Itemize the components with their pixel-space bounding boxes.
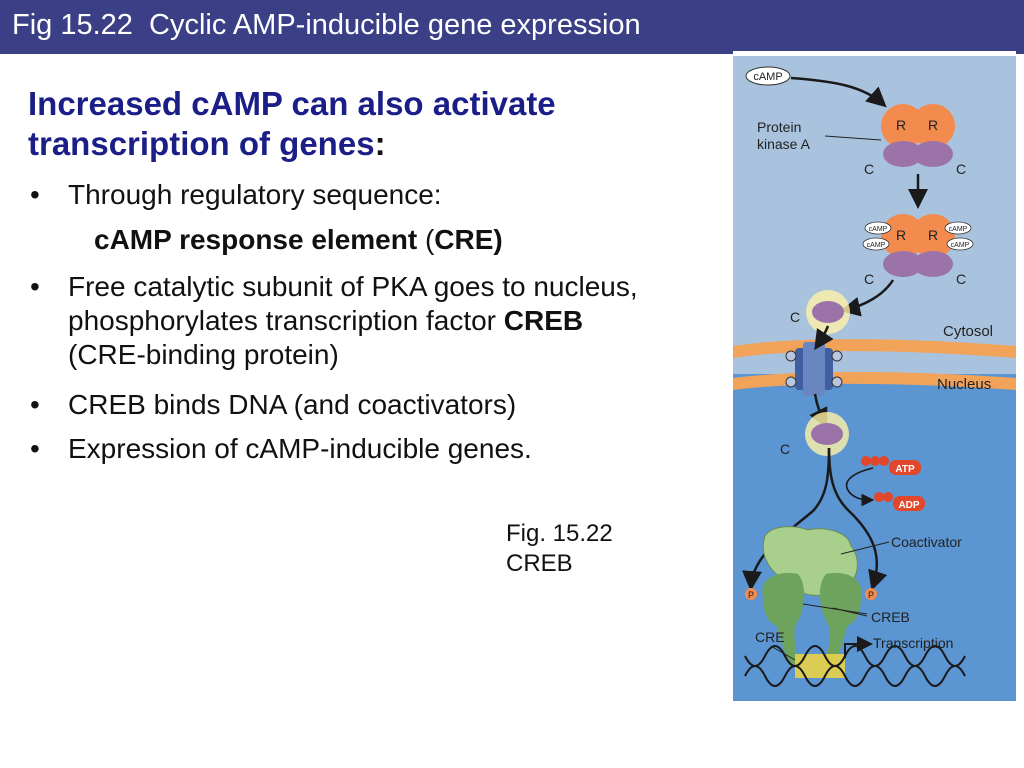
protein-kinase-label-1: Protein [757,119,801,135]
cre-label: CRE [755,629,785,645]
creb-pathway-figure: cAMP R R C C Protein kinase A cAMP cA [733,56,1016,701]
coactivator-leader [840,541,890,555]
catalytic-label: C [956,161,966,177]
camp-molecule-icon [745,66,791,86]
bullet-dot: • [30,179,40,210]
bullet-text: CREB binds DNA (and coactivators) [68,389,517,420]
heading-text: Increased cAMP can also activate transcr… [28,85,556,162]
camp-arrow [790,76,887,108]
regulatory-label: R [928,117,938,133]
phosphate-icon [865,588,877,600]
atp-label: ATP [895,464,915,475]
cre-leader [770,645,796,661]
bullet-text-part: (CRE-binding protein) [68,339,339,370]
atp-icon [861,456,921,475]
caption-line-2: CREB [506,550,573,577]
pka-camp-bound-icon [862,214,974,277]
protein-kinase-label-2: kinase A [757,136,811,152]
regulatory-label: R [928,227,938,243]
camp-small-label: cAMP [949,226,968,233]
camp-label: cAMP [753,71,782,83]
title-underline [733,51,1016,54]
caption-line-1: Fig. 15.22 [506,520,613,547]
catalytic-label: C [864,271,874,287]
catalytic-label: C [780,441,790,457]
import-arrow [814,325,834,351]
title-bar: Fig 15.22 Cyclic AMP-inducible gene expr… [0,0,1024,54]
transcription-label: Transcription [873,635,953,651]
catalytic-subunit-icon [811,423,843,445]
slide-title: Fig 15.22 Cyclic AMP-inducible gene expr… [12,9,641,41]
camp-small-label: cAMP [869,226,888,233]
bullet-text: Expression of cAMP-inducible genes. [68,433,532,464]
cre-abbrev: CRE) [434,224,503,255]
adp-label: ADP [898,500,919,511]
nuclear-pore [785,342,843,396]
phosphate-label: P [868,590,874,600]
catalytic-subunit-icon [812,301,844,323]
creb-bold: CREB [503,305,584,336]
bullet-dot: • [30,271,40,302]
figure-caption: Fig. 15.22 CREB [506,519,613,579]
right-branch-arrow [827,447,888,591]
phosphate-icon [745,588,757,600]
camp-small-label: cAMP [951,242,970,249]
cre-bold-term: cAMP response element [94,224,418,255]
bullet-text: Through regulatory sequence: [68,179,442,210]
coactivator-label: Coactivator [891,534,962,550]
creb-leader [802,603,868,615]
slide-heading: Increased cAMP can also activate transcr… [28,84,708,164]
catalytic-label: C [956,271,966,287]
pka-leader-line [824,135,882,141]
bullet-dot: • [30,389,40,420]
bullet-dot: • [30,433,40,464]
pathway-diagram: cAMP R R C C Protein kinase A cAMP cA [733,56,1016,701]
transcription-arrow [844,636,873,658]
regulatory-label: R [896,117,906,133]
pka-holoenzyme-icon [881,104,955,167]
left-branch-arrow [742,447,831,591]
bullet-text: Free catalytic subunit of PKA goes to nu… [68,270,658,372]
creb-label: CREB [871,609,910,625]
regulatory-label: R [896,227,906,243]
cytosol-label: Cytosol [943,323,993,340]
catalytic-label: C [790,309,800,325]
creb-dimer-icon [762,572,862,668]
bullet-text-part: Free catalytic subunit of PKA goes to nu… [68,271,638,336]
camp-small-label: cAMP [867,242,886,249]
adp-icon [874,492,925,511]
sub-item-cre: cAMP response element (CRE) [94,223,503,257]
nucleus-label: Nucleus [937,376,991,393]
cre-paren: ( [417,224,435,255]
catalytic-label: C [864,161,874,177]
phosphorylation-arrow [845,467,875,507]
heading-colon: : [374,125,386,162]
creb-leader [832,607,868,617]
cytosol-region [733,56,1016,374]
phosphate-label: P [748,590,754,600]
